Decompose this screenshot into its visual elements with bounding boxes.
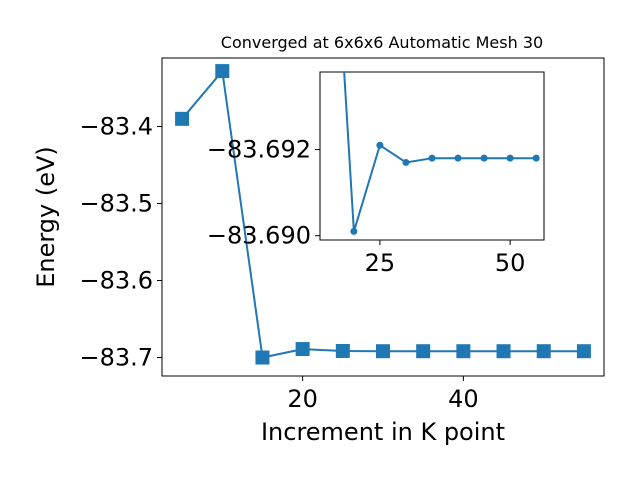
y-tick-label: −83.7 bbox=[79, 344, 153, 372]
data-point bbox=[215, 64, 230, 79]
y-axis-label: Energy (eV) bbox=[32, 146, 60, 288]
data-point bbox=[350, 227, 358, 235]
data-point bbox=[576, 344, 591, 359]
y-tick-label: −83.4 bbox=[79, 113, 153, 141]
x-tick-label: 20 bbox=[287, 385, 318, 413]
data-point bbox=[295, 342, 310, 357]
data-point bbox=[175, 111, 190, 126]
data-point bbox=[532, 154, 540, 162]
x-tick-label: 25 bbox=[365, 249, 396, 277]
inset-series bbox=[343, 72, 540, 235]
data-point bbox=[376, 141, 384, 149]
data-point bbox=[456, 344, 471, 359]
data-point bbox=[416, 344, 431, 359]
main-y-axis: −83.4 −83.5 −83.6 −83.7 bbox=[79, 113, 162, 372]
data-point bbox=[496, 344, 511, 359]
data-point bbox=[335, 343, 350, 358]
x-tick-label: 50 bbox=[495, 249, 526, 277]
x-tick-label: 40 bbox=[448, 385, 479, 413]
data-point bbox=[536, 344, 551, 359]
y-tick-label: −83.690 bbox=[207, 222, 311, 250]
y-tick-label: −83.5 bbox=[79, 190, 153, 218]
data-point bbox=[402, 158, 410, 166]
y-tick-label: −83.692 bbox=[207, 136, 311, 164]
data-point bbox=[454, 154, 462, 162]
inset-x-axis: 25 50 bbox=[365, 240, 526, 277]
main-series bbox=[175, 64, 591, 365]
chart-title: Converged at 6x6x6 Automatic Mesh 30 bbox=[221, 33, 543, 52]
data-point bbox=[428, 154, 436, 162]
data-point bbox=[376, 344, 390, 359]
y-tick-label: −83.6 bbox=[79, 267, 153, 295]
inset-y-axis: −83.692 −83.690 bbox=[207, 136, 320, 250]
data-point bbox=[480, 154, 488, 162]
data-point bbox=[255, 350, 270, 365]
x-axis-label: Increment in K point bbox=[261, 418, 505, 446]
data-point bbox=[506, 154, 514, 162]
